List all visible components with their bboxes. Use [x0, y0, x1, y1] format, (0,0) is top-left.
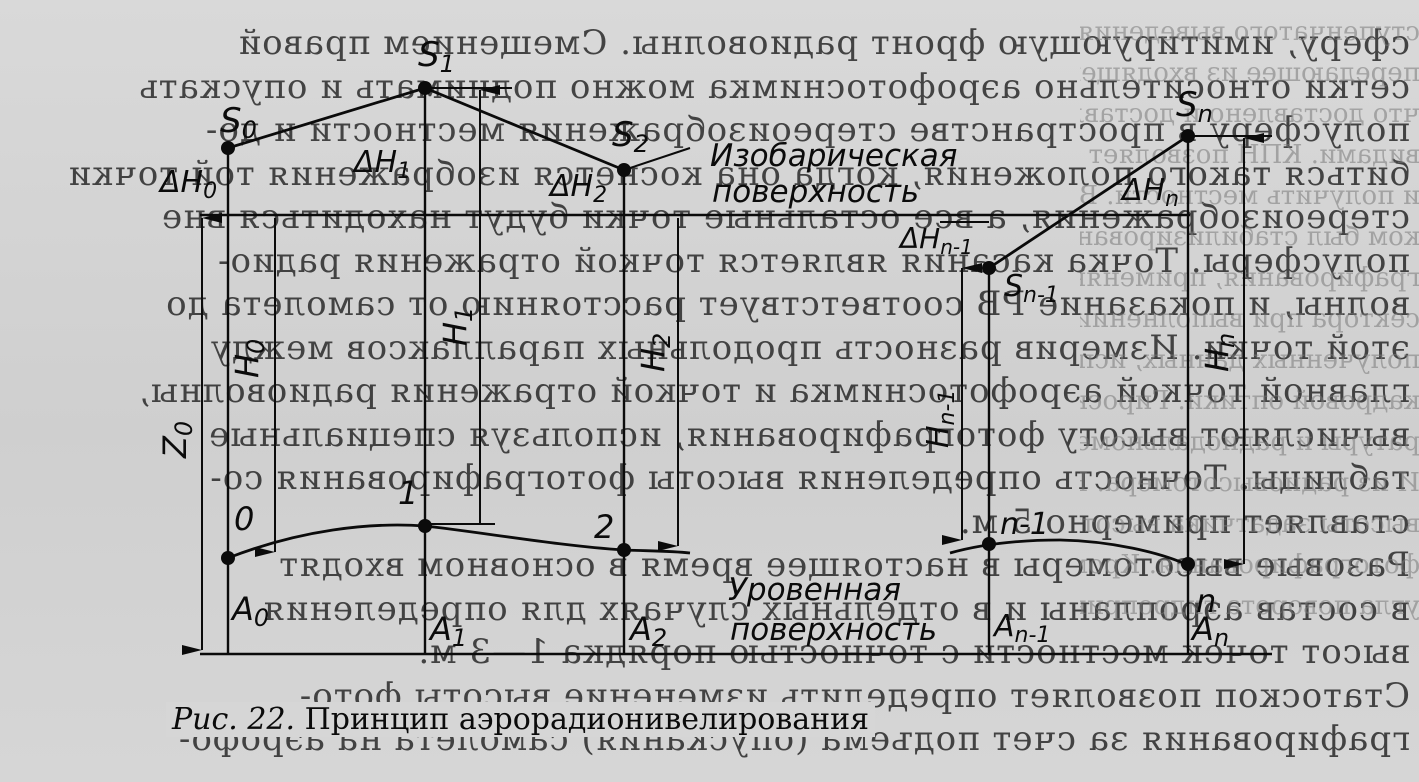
level-surface-label-line2: поверхность — [730, 612, 937, 648]
label-dhn: ΔHn — [1120, 173, 1179, 212]
label-hnm1: Hn-1 — [921, 390, 960, 448]
label-hn: Hn — [1198, 333, 1240, 372]
flight-path-right — [988, 134, 1189, 270]
label-dh2: ΔH2 — [548, 169, 607, 208]
point-s0 — [221, 141, 235, 155]
figure-caption-text: Принцип аэрорадионивелирования — [304, 702, 870, 737]
label-s2: S2 — [612, 115, 649, 158]
ground-point-n — [1181, 557, 1195, 571]
ground-point-2 — [617, 543, 631, 557]
label-z0: Z0 — [156, 421, 198, 459]
label-ground-1: 1 — [398, 474, 418, 512]
label-dhnm1: ΔHn-1 — [898, 222, 973, 259]
figure-caption-prefix: Рис. 22. — [172, 702, 296, 737]
point-s1 — [418, 81, 432, 95]
label-snm1: Sn-1 — [1004, 269, 1059, 308]
label-ground-nm1: n-1 — [1000, 507, 1049, 542]
terrain-curve-left — [227, 523, 691, 560]
point-sn — [1181, 129, 1195, 143]
terrain-curve-right — [949, 538, 1191, 568]
label-s0: S0 — [220, 101, 257, 144]
label-an: An — [1190, 610, 1229, 652]
label-a2: A2 — [628, 610, 667, 652]
ground-point-1 — [418, 519, 432, 533]
label-sn: Sn — [1176, 85, 1213, 128]
label-h0: H0 — [228, 339, 270, 378]
label-dh1: ΔH1 — [352, 145, 411, 184]
label-s1: S1 — [418, 35, 455, 78]
level-surface-label-line1: Уровенная — [728, 572, 901, 608]
label-a0: A0 — [230, 590, 269, 632]
s2-pointer-line — [623, 147, 691, 171]
label-anm1: An-1 — [992, 609, 1050, 648]
label-h2: H2 — [634, 333, 676, 372]
label-ground-0: 0 — [234, 500, 254, 538]
point-snm1 — [982, 261, 996, 275]
figure-caption: Рис. 22. Принцип аэрорадионивелирования — [166, 702, 876, 737]
label-a1: A1 — [428, 610, 467, 652]
ground-point-0 — [221, 551, 235, 565]
label-dh0: ΔH0 — [158, 165, 217, 204]
isobaric-surface-label-line1: Изобарическая — [710, 138, 957, 174]
ground-point-nm1 — [982, 537, 996, 551]
label-ground-n: n — [1196, 582, 1216, 620]
point-s2 — [617, 163, 631, 177]
label-h1: H1 — [436, 307, 478, 346]
label-ground-2: 2 — [594, 508, 614, 546]
isobaric-surface-label-line2: поверхность — [712, 174, 919, 210]
